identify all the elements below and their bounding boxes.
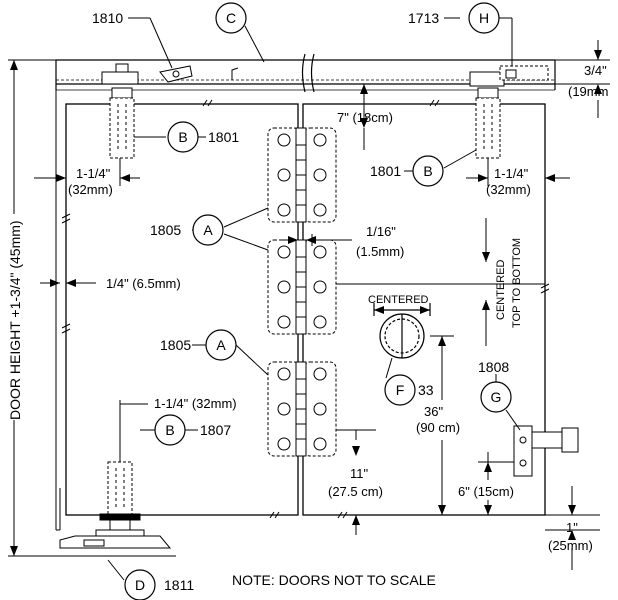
frame: [55, 84, 61, 531]
part-1807: 1807: [200, 422, 231, 438]
dim-door-height: DOOR HEIGHT +1-3/4" (45mm): [7, 220, 23, 420]
callout-b-left: B: [178, 129, 187, 145]
part-33: 33: [418, 382, 434, 398]
dim-centered-horizontal: CENTERED: [368, 294, 429, 306]
dim-door-gap-metric: (1.5mm): [356, 244, 404, 259]
callout-d: D: [135, 577, 145, 593]
part-1811: 1811: [164, 577, 194, 593]
dim-36-imperial: 36": [424, 404, 443, 419]
dim-edge-gap: 1/4" (6.5mm): [106, 276, 181, 291]
dim-bottom-inset: 1-1/4" (32mm): [154, 396, 237, 411]
callout-circles: [124, 2, 512, 600]
dim-hinge-offset: 7" (18cm): [337, 110, 393, 125]
floor-plate: [56, 535, 176, 557]
dim-36-metric: (90 cm): [416, 420, 460, 435]
dim-right-inset-imperial: 1-1/4": [494, 166, 529, 181]
dim-right-inset-metric: (32mm): [486, 182, 531, 197]
top-bracket-1713: [499, 65, 549, 81]
arrowheads: [10, 50, 602, 556]
dim-door-gap-imperial: 1/16": [366, 224, 396, 239]
break-marks: [61, 99, 550, 519]
top-bracket-1810: [159, 65, 193, 83]
hinge-1: [267, 127, 337, 223]
dim-left-inset-imperial: 1-1/4": [76, 166, 111, 181]
dim-hinge-bottom-imperial: 11": [350, 466, 368, 481]
callout-a-top: A: [203, 222, 213, 238]
top-pivot-right: [469, 71, 505, 159]
callout-b-right: B: [423, 163, 432, 179]
latch-1808: [513, 425, 579, 477]
dim-bottom-gap-imperial: 1": [566, 520, 578, 535]
dim-centered-vertical-2: TOP TO BOTTOM: [511, 238, 523, 328]
part-1801-left: 1801: [208, 129, 239, 145]
dim-hinge-bottom-metric: (27.5 cm): [328, 484, 383, 499]
part-1713: 1713: [408, 10, 439, 26]
callout-g: G: [491, 389, 502, 405]
part-1808: 1808: [478, 359, 509, 375]
part-1810: 1810: [92, 10, 123, 26]
dim-top-gap-imperial: 3/4": [584, 63, 607, 78]
hinge-3: [267, 361, 337, 457]
track-hook: [231, 67, 239, 80]
part-1805-bottom: 1805: [160, 337, 191, 353]
note: NOTE: DOORS NOT TO SCALE: [232, 572, 436, 588]
dim-centered-vertical-1: CENTERED: [495, 259, 507, 320]
bottom-pivot: [95, 461, 145, 537]
callout-f: F: [396, 382, 405, 398]
part-1801-right: 1801: [370, 163, 401, 179]
callout-b-bottom: B: [165, 422, 174, 438]
dim-bottom-gap-metric: (25mm): [548, 538, 593, 553]
dim-top-gap-metric: (19mm: [568, 84, 608, 99]
callout-c: C: [226, 10, 236, 26]
part-1805-top: 1805: [150, 222, 181, 238]
dim-six-inch: 6" (15cm): [458, 484, 514, 499]
top-pivot-left: [101, 63, 139, 159]
dim-left-inset-metric: (32mm): [68, 182, 113, 197]
hinge-2: [267, 239, 337, 335]
callout-a-bottom: A: [216, 337, 226, 353]
callout-h: H: [479, 10, 489, 26]
